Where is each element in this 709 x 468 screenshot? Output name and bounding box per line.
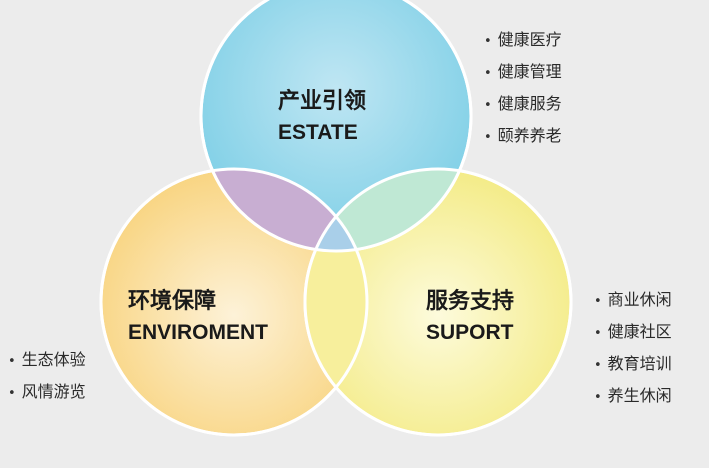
bullet-icon: •: [594, 358, 602, 373]
overlap-top-right: [305, 169, 471, 251]
label-enviroment: 环境保障 ENVIROMENT: [128, 286, 268, 348]
list-item: •养生休闲: [594, 380, 672, 412]
label-enviroment-en: ENVIROMENT: [128, 321, 269, 344]
overlap-top-left: [201, 169, 367, 251]
label-estate: 产业引领 ESTATE: [278, 86, 366, 148]
label-enviroment-cn: 环境保障: [128, 289, 217, 314]
bullet-icon: •: [484, 130, 492, 145]
list-item: •商业休闲: [594, 284, 672, 316]
list-enviroment: •生态体验 •风情游览: [8, 344, 86, 408]
list-item: •健康医疗: [484, 24, 562, 56]
bullet-icon: •: [484, 98, 492, 113]
label-suport-en: SUPORT: [426, 321, 514, 344]
bullet-icon: •: [594, 390, 602, 405]
bullet-icon: •: [484, 66, 492, 81]
list-item: •健康社区: [594, 316, 672, 348]
list-estate: •健康医疗 •健康管理 •健康服务 •颐养养老: [484, 24, 562, 152]
bullet-icon: •: [594, 326, 602, 341]
bullet-icon: •: [8, 354, 16, 369]
list-item: •教育培训: [594, 348, 672, 380]
label-suport: 服务支持 SUPORT: [426, 286, 514, 348]
list-item: •生态体验: [8, 344, 86, 376]
bullet-icon: •: [8, 386, 16, 401]
list-suport: •商业休闲 •健康社区 •教育培训 •养生休闲: [594, 284, 672, 412]
list-item: •颐养养老: [484, 120, 562, 152]
label-estate-cn: 产业引领: [278, 89, 367, 114]
label-suport-cn: 服务支持: [426, 289, 515, 314]
list-item: •风情游览: [8, 376, 86, 408]
list-item: •健康管理: [484, 56, 562, 88]
label-estate-en: ESTATE: [278, 121, 358, 144]
bullet-icon: •: [484, 34, 492, 49]
bullet-icon: •: [594, 294, 602, 309]
list-item: •健康服务: [484, 88, 562, 120]
